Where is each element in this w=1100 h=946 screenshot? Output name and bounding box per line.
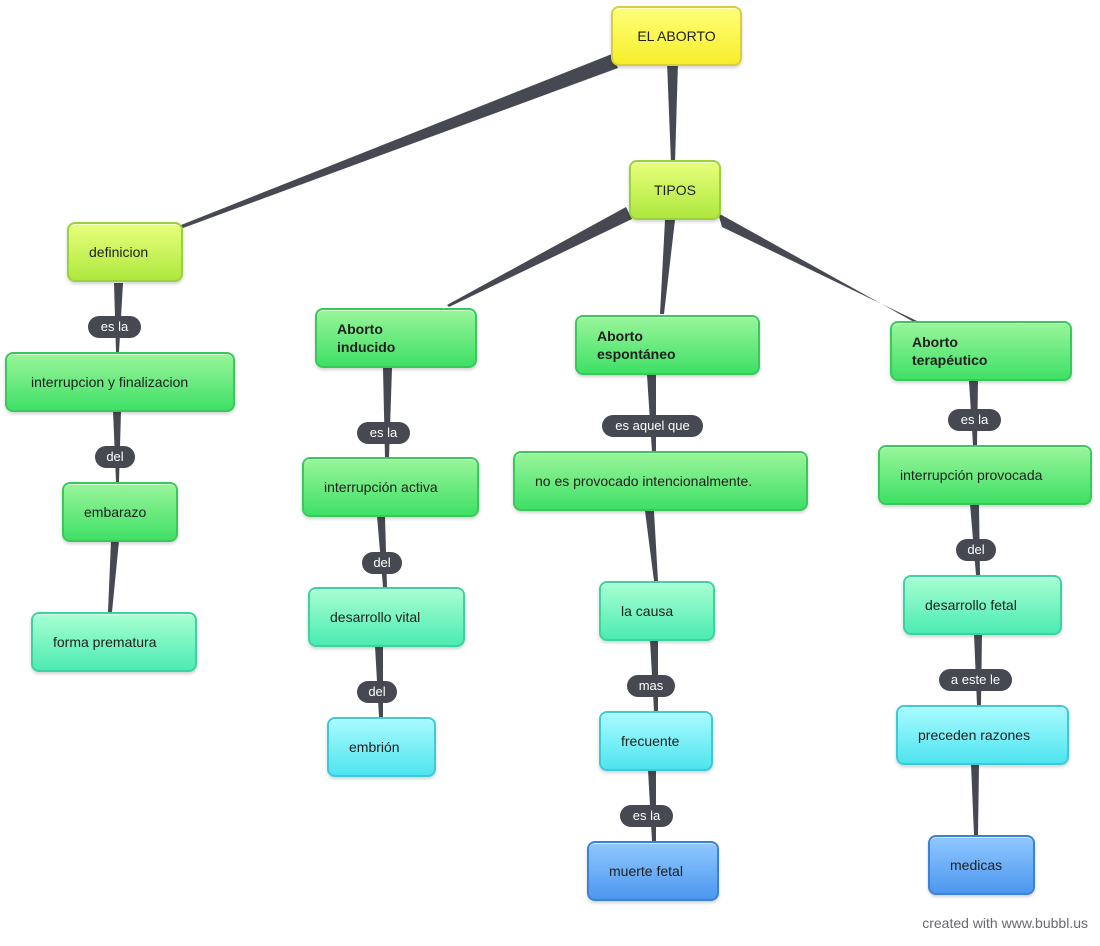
node-interrupcion-activa-label: interrupción activa <box>324 479 438 495</box>
link-label-ter-a-este-le: a este le <box>939 669 1012 691</box>
node-tipos-label: TIPOS <box>653 182 696 198</box>
node-el-aborto[interactable]: EL ABORTO <box>611 6 742 66</box>
node-aborto-inducido-label: Aborto inducido <box>337 321 396 355</box>
node-preceden-razones-label: preceden razones <box>918 727 1031 743</box>
node-medicas-label: medicas <box>950 857 1003 873</box>
edge-embarazo-forma <box>108 541 119 612</box>
node-la-causa-label: la causa <box>621 603 674 619</box>
node-preceden-razones[interactable]: preceden razones <box>896 705 1069 765</box>
node-desarrollo-vital[interactable]: desarrollo vital <box>308 587 465 647</box>
link-label-esp-es-la: es la <box>620 805 673 827</box>
node-aborto-terapeutico-label: Aborto terapéutico <box>912 334 988 368</box>
node-frecuente[interactable]: frecuente <box>599 711 713 771</box>
node-interrupcion-activa[interactable]: interrupción activa <box>302 457 479 517</box>
node-muerte-fetal-label: muerte fetal <box>609 863 683 879</box>
link-label-esp-mas: mas <box>627 675 675 697</box>
link-label-esp-es-aquel-que: es aquel que <box>602 415 703 437</box>
link-label-ind-del-1: del <box>362 552 402 574</box>
edge-root-tipos <box>667 62 678 163</box>
node-desarrollo-fetal-label: desarrollo fetal <box>925 597 1017 613</box>
node-forma-prematura-label: forma prematura <box>53 634 157 650</box>
node-embrion[interactable]: embrión <box>327 717 436 777</box>
node-interrupcion-finalizacion-label: interrupcion y finalizacion <box>31 374 189 390</box>
edge-preceden-medicas <box>971 764 979 835</box>
node-definicion[interactable]: definicion <box>67 222 183 282</box>
link-label-ind-es-la: es la <box>357 422 410 444</box>
edge-noprovocado-causa <box>645 511 658 581</box>
node-interrupcion-finalizacion[interactable]: interrupcion y finalizacion <box>5 352 235 412</box>
footer-credit: created with www.bubbl.us <box>922 915 1088 931</box>
node-medicas[interactable]: medicas <box>928 835 1035 895</box>
node-el-aborto-label: EL ABORTO <box>637 28 716 44</box>
node-interrupcion-provocada[interactable]: interrupción provocada <box>878 445 1092 505</box>
node-muerte-fetal[interactable]: muerte fetal <box>587 841 719 901</box>
link-label-ter-es-la: es la <box>948 409 1001 431</box>
node-forma-prematura[interactable]: forma prematura <box>31 612 197 672</box>
edge-inducido-interrupcion <box>383 368 392 458</box>
link-label-ter-del: del <box>956 539 996 561</box>
node-tipos[interactable]: TIPOS <box>629 160 721 220</box>
node-interrupcion-provocada-label: interrupción provocada <box>900 467 1043 483</box>
node-aborto-inducido[interactable]: Aborto inducido <box>315 308 477 368</box>
node-la-causa[interactable]: la causa <box>599 581 715 641</box>
node-aborto-terapeutico[interactable]: Aborto terapéutico <box>890 321 1072 381</box>
node-aborto-espontaneo-label: Aborto espontáneo <box>597 328 676 362</box>
node-desarrollo-fetal[interactable]: desarrollo fetal <box>903 575 1062 635</box>
edge-root-definicion <box>181 54 618 228</box>
link-label-def-es-la: es la <box>88 316 141 338</box>
node-definicion-label: definicion <box>89 244 149 260</box>
edge-tipos-inducido <box>447 207 632 307</box>
node-aborto-espontaneo[interactable]: Aborto espontáneo <box>575 315 760 375</box>
node-embarazo-label: embarazo <box>84 504 147 520</box>
node-no-provocado[interactable]: no es provocado intencionalmente. <box>513 451 808 511</box>
edge-tipos-terapeutico <box>718 213 917 322</box>
link-label-ind-del-2: del <box>357 681 397 703</box>
node-embrion-label: embrión <box>349 739 400 755</box>
node-embarazo[interactable]: embarazo <box>62 482 178 542</box>
node-frecuente-label: frecuente <box>621 733 680 749</box>
node-desarrollo-vital-label: desarrollo vital <box>330 609 421 625</box>
edge-tipos-espontaneo <box>660 220 675 314</box>
link-label-def-del: del <box>95 446 135 468</box>
node-no-provocado-label: no es provocado intencionalmente. <box>535 473 753 489</box>
edge-espontaneo-noprovocado <box>647 375 656 452</box>
